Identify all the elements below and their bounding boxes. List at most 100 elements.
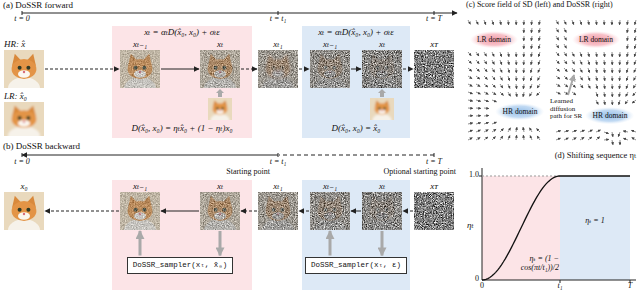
noise-veil (310, 192, 350, 230)
field-arrow (556, 60, 559, 64)
field-arrow (476, 137, 480, 140)
field-arrow (508, 68, 509, 73)
photo-ground (362, 50, 402, 88)
note: Optional starting point (384, 168, 456, 177)
cat-eye (383, 107, 385, 109)
field-arrow (538, 60, 540, 65)
noise-veil (258, 192, 298, 230)
step-arrow (299, 211, 309, 212)
time-label: t = T (426, 158, 442, 167)
cat-figure (362, 50, 402, 88)
guide-line (482, 176, 560, 177)
photo-ground (120, 192, 160, 230)
field-arrow (484, 137, 488, 140)
leader-arrow (568, 75, 574, 95)
cat-nose (23, 71, 25, 73)
field-arrow (580, 137, 584, 140)
domain-ellipse (470, 31, 518, 48)
field-arrow (634, 76, 636, 80)
sampler-arrow (329, 231, 332, 256)
cat-muzzle (18, 212, 30, 220)
cat-head (12, 59, 37, 79)
field-arrow (523, 60, 524, 65)
field-arrow (627, 60, 628, 65)
y-axis (482, 168, 483, 280)
field-arrow (468, 100, 473, 101)
field-arrow (536, 128, 540, 132)
gaussian-noise (414, 50, 454, 88)
cat-figure (208, 98, 232, 120)
field-arrow (468, 130, 473, 132)
formula: ηₜ = (1 − cos(πt/t₁))/2 (509, 254, 559, 272)
cat-head (12, 201, 37, 221)
field-arrow (564, 44, 567, 48)
field-arrow (572, 20, 574, 25)
field-arrow (619, 20, 621, 25)
field-arrow (596, 137, 600, 140)
panel-title: (a) DoSSR forward (3, 1, 73, 11)
field-arrow (604, 60, 606, 65)
field-arrow (634, 44, 636, 49)
domain-ellipse (585, 107, 634, 124)
noise-veil (200, 192, 240, 230)
field-arrow (492, 100, 497, 102)
field-arrow (634, 52, 636, 57)
photo-ground (120, 50, 160, 88)
field-arrow (612, 84, 613, 89)
axis-label: ηₜ (467, 221, 474, 231)
cat-muzzle (216, 110, 223, 114)
field-arrow (500, 20, 501, 25)
tick-label: t₁ (557, 282, 562, 291)
field-arrow (476, 92, 481, 94)
image-label: xᴛ (430, 182, 437, 191)
field-arrow (588, 68, 590, 73)
field-arrow (564, 68, 567, 72)
image-frame: HR: x̂ (4, 50, 44, 88)
image-thumbnail (200, 192, 240, 230)
noise-veil (310, 50, 350, 88)
field-arrow (564, 76, 568, 79)
field-arrow (556, 131, 561, 132)
formula: ηₜ = 1 (560, 216, 630, 225)
field-arrow (530, 135, 532, 140)
step-arrow (161, 69, 199, 70)
field-arrow (612, 132, 614, 137)
field-arrow (556, 92, 561, 94)
field-arrow (492, 76, 495, 80)
image-thumbnail (310, 50, 350, 88)
field-arrow (612, 52, 613, 57)
cat-figure (370, 98, 394, 120)
time-label: t = 0 (14, 15, 30, 24)
field-arrow (572, 68, 575, 72)
field-arrow (468, 20, 470, 24)
field-arrow (508, 84, 510, 89)
image-thumbnail (120, 50, 160, 88)
field-arrow (500, 68, 502, 73)
gray-arrow (378, 89, 386, 97)
field-arrow (523, 44, 524, 49)
cat-figure (362, 192, 402, 230)
field-arrow (523, 28, 524, 33)
field-arrow (596, 52, 598, 57)
field-arrow (468, 84, 472, 86)
field-arrow (476, 52, 479, 56)
field-arrow (588, 20, 589, 25)
field-arrow (632, 100, 636, 103)
formula: xₜ = αₜD(x̂₀, x₀) + σₜε (302, 27, 410, 38)
tick-label: 0 (475, 275, 479, 284)
time-label: t = T (426, 15, 442, 24)
field-arrow (596, 76, 597, 81)
field-arrow (580, 20, 581, 25)
domain-label: HR domain (503, 108, 538, 116)
field-arrow (539, 44, 540, 49)
eta-curve (482, 176, 630, 280)
gaussian-noise (310, 50, 350, 88)
cat-nose (219, 110, 220, 111)
field-arrow (596, 130, 601, 132)
field-arrow (619, 84, 621, 89)
photo-ground (362, 192, 402, 230)
domain-ellipse (572, 31, 620, 48)
image-label: xₜ (217, 40, 223, 49)
